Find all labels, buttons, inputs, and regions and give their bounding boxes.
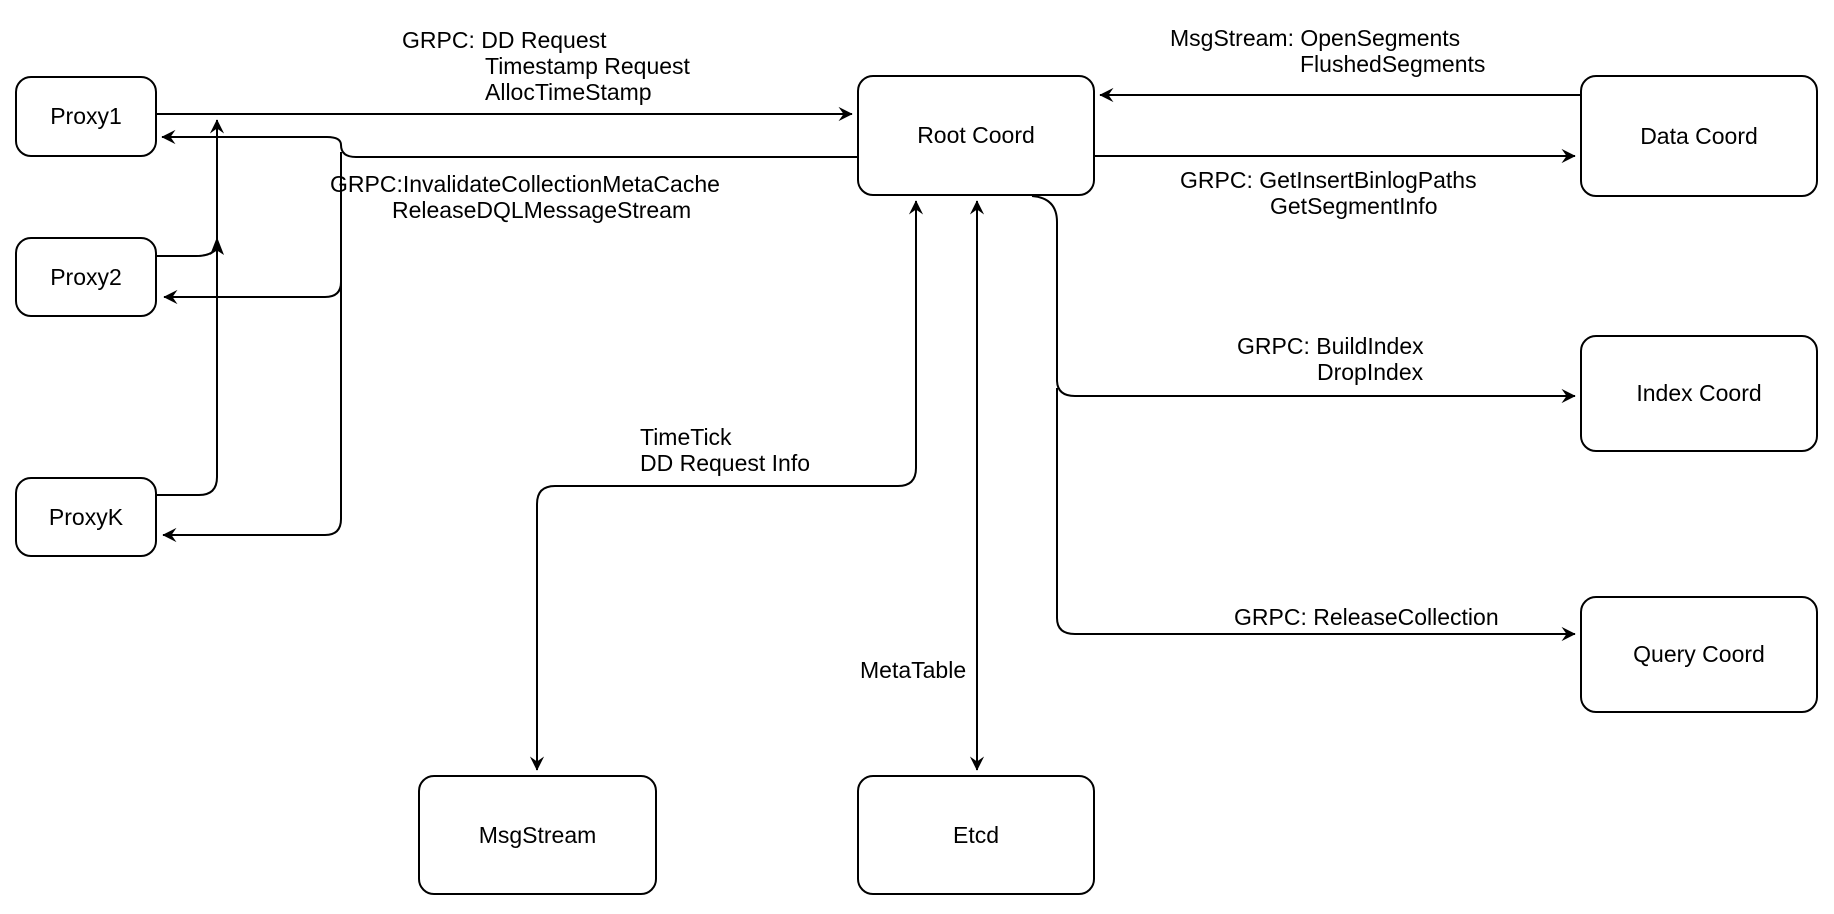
edge-label-root-to-proxy-line1: GRPC:InvalidateCollectionMetaCache (330, 171, 720, 197)
node-proxyk: ProxyK (15, 477, 157, 557)
node-root-coord: Root Coord (857, 75, 1095, 196)
edge-label-root-to-etcd-line1: MetaTable (860, 657, 967, 683)
edge-label-root-to-proxy-line2: ReleaseDQLMessageStream (392, 197, 692, 223)
node-etcd: Etcd (857, 775, 1095, 895)
edge-rootcoord-to-querycoord (1056, 388, 1576, 642)
edge-label-root-to-msgstream-line2: DD Request Info (640, 450, 811, 476)
node-index-coord: Index Coord (1580, 335, 1818, 452)
edge-proxy2-merge-up (157, 241, 218, 257)
edge-label-proxy-to-root-line3: AllocTimeStamp (485, 79, 652, 105)
edge-label-root-to-query-line1: GRPC: ReleaseCollection (1234, 604, 1499, 630)
edge-label-proxy-to-root-line1: GRPC: DD Request (402, 27, 607, 53)
edge-rootcoord-to-proxy1 (161, 129, 857, 158)
merge-arrowhead (210, 237, 224, 255)
node-msgstream: MsgStream (418, 775, 657, 895)
edge-label-root-to-data-line1: GRPC: GetInsertBinlogPaths (1180, 167, 1477, 193)
edge-label-proxy-to-root-line2: Timestamp Request (485, 53, 690, 79)
edge-rootcoord-to-msgstream (529, 200, 924, 771)
edge-label-root-to-data-line2: GetSegmentInfo (1270, 193, 1438, 219)
node-query-coord: Query Coord (1580, 596, 1818, 713)
edge-label-data-to-root-line2: FlushedSegments (1300, 51, 1486, 77)
edge-label-root-to-msgstream-line1: TimeTick (640, 424, 732, 450)
node-proxy2: Proxy2 (15, 237, 157, 317)
edge-rootcoord-to-indexcoord (1031, 195, 1576, 404)
edge-proxyk-merge-up (157, 119, 225, 496)
node-proxy1: Proxy1 (15, 76, 157, 157)
node-data-coord: Data Coord (1580, 75, 1818, 197)
edge-label-root-to-index-line2: DropIndex (1317, 359, 1424, 385)
edge-rootcoord-to-proxy2 (163, 281, 342, 305)
edge-rootcoord-to-proxyk (162, 152, 342, 543)
edge-label-data-to-root-line1: MsgStream: OpenSegments (1170, 25, 1461, 51)
edge-label-root-to-index-line1: GRPC: BuildIndex (1237, 333, 1424, 359)
